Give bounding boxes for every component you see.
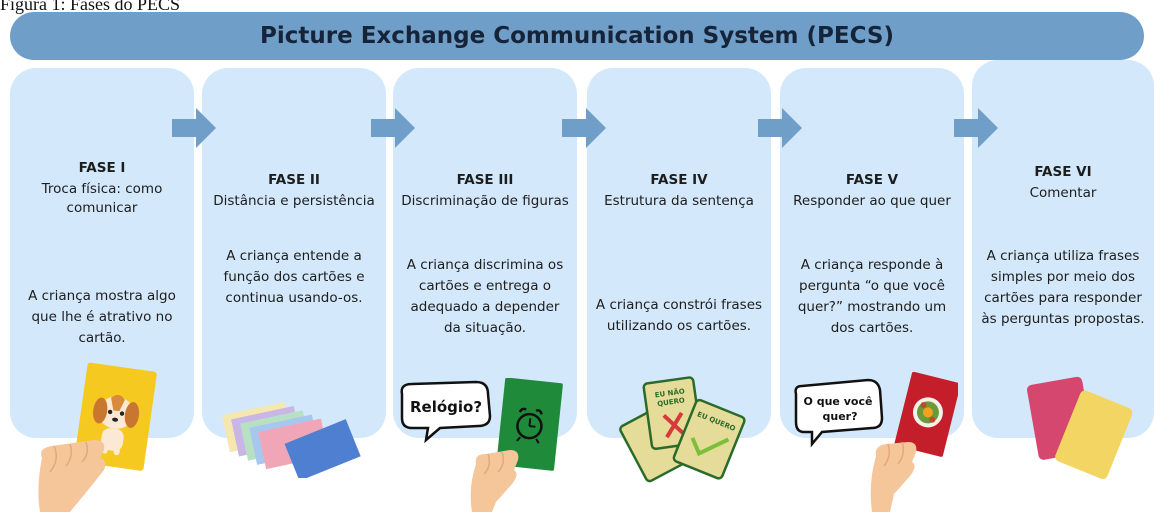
dog-icon [93,394,140,456]
phase-label: FASE III [456,172,514,188]
question-speech-and-food-card-illustration: O que você quer? [794,372,958,512]
svg-text:QUERO: QUERO [657,396,686,408]
phase-card-4: FASE IV Estrutura da sentença A criança … [587,68,771,438]
speech-bubble: O que você quer? [794,378,884,448]
card-stack-illustration [222,401,361,478]
food-bowl-icon [912,397,943,428]
cross-icon [662,411,687,439]
hand-holding-dog-card-illustration [38,362,157,512]
sentence-cards-illustration: EU NÃO QUERO EU QUERO [619,376,746,483]
eu-quero-card: EU QUERO [672,398,746,480]
arrow-right-icon [371,108,415,148]
phase-subtitle: Estrutura da sentença [604,193,754,209]
svg-text:Relógio?: Relógio? [410,398,482,416]
banner-title: Picture Exchange Communication System (P… [260,23,894,49]
phase-label: FASE I [78,160,126,176]
phase-card-3: FASE III Discriminação de figuras A cria… [393,68,577,438]
phase-label: FASE II [268,172,320,188]
phase-card-5: FASE V Responder ao que quer A criança r… [780,68,964,438]
svg-text:quer?: quer? [823,410,858,423]
phase-subtitle: Comentar [1029,185,1097,201]
two-cards-illustration [1026,376,1132,479]
svg-text:EU NÃO: EU NÃO [654,386,685,399]
arrow-right-icon [954,108,998,148]
phase-card-6: FASE VI Comentar A criança utiliza frase… [972,60,1154,438]
hand-icon [38,440,106,512]
hand-icon [470,450,519,512]
phase-label: FASE IV [650,172,708,188]
arrow-right-icon [758,108,802,148]
phase-subtitle: Distância e persistência [213,193,375,209]
arrow-right-icon [172,108,216,148]
alarm-clock-icon [516,407,543,444]
phase-subtitle: Responder ao que quer [793,193,951,209]
phase-label: FASE V [845,172,899,188]
figure-caption: Figura 1: Fases do PECS [0,0,181,14]
svg-text:O que você: O que você [804,395,873,408]
title-banner: Picture Exchange Communication System (P… [10,12,1144,60]
arrow-right-icon [562,108,606,148]
checkmark-icon [690,437,730,457]
speech-bubble: Relógio? [400,380,492,444]
phase-card-2: FASE II Distância e persistência A crian… [202,68,386,438]
hand-icon [870,441,917,512]
phase-label: FASE VI [1034,164,1092,180]
phase-subtitle: Discriminação de figuras [401,193,569,209]
relogio-speech-and-clock-card-illustration: Relógio? [400,378,563,512]
